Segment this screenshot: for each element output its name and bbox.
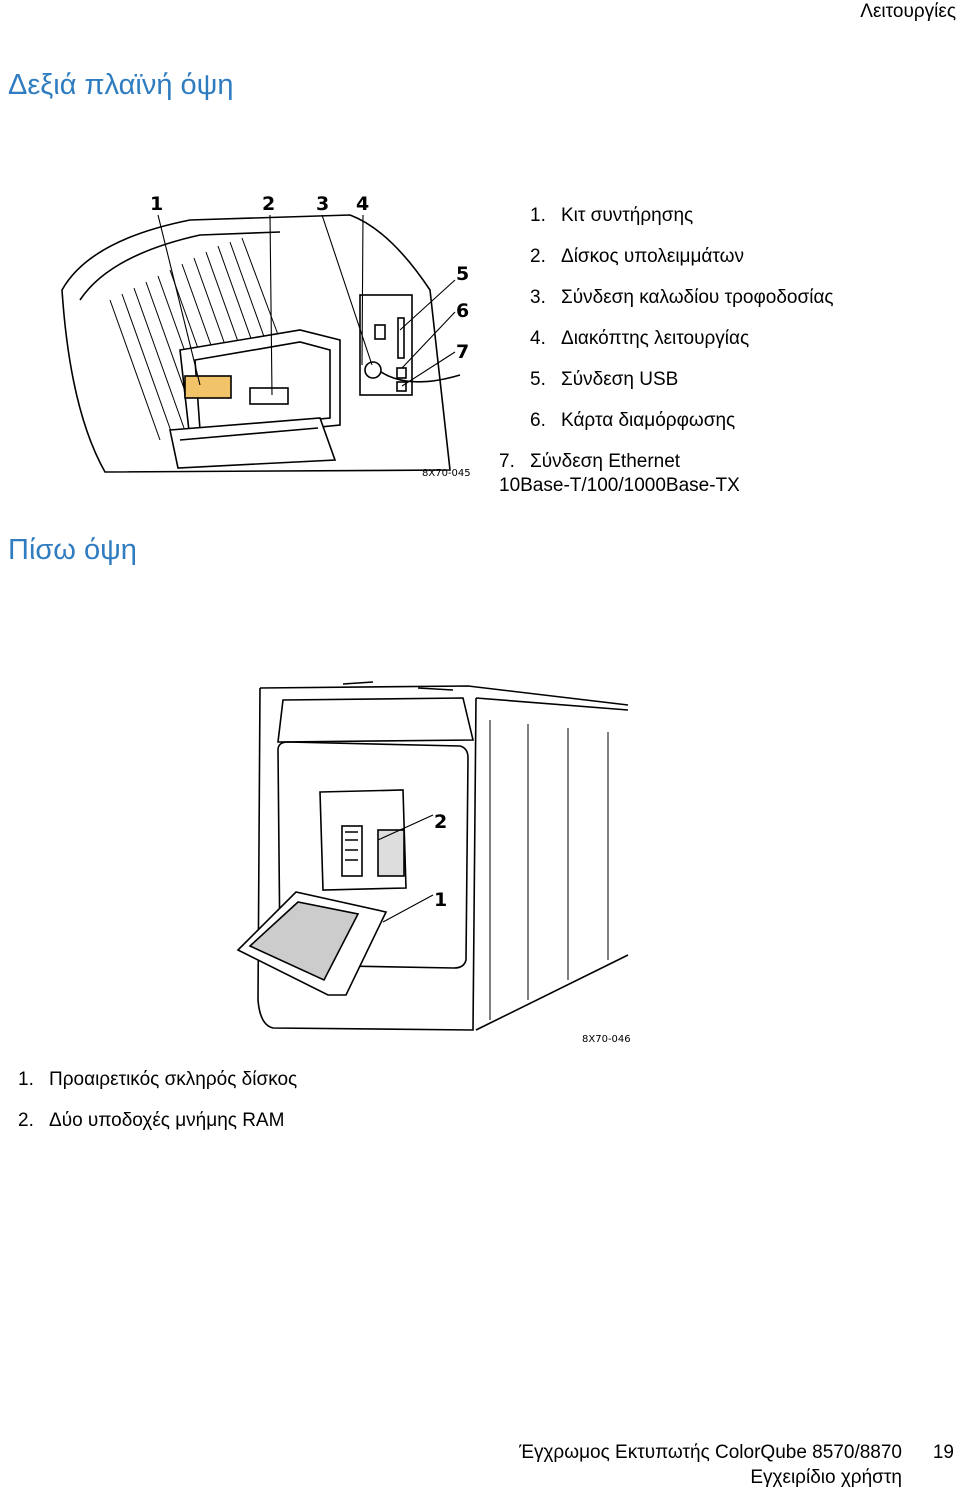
callout-7: 7 <box>456 341 469 363</box>
footer-guide: Εγχειρίδιο χρήστη <box>750 1467 902 1488</box>
rear-view-title: Πίσω όψη <box>8 534 137 566</box>
rear-figure-code: 8X70-046 <box>582 1034 631 1045</box>
rear-parts-list: 1.Προαιρετικός σκληρός δίσκος 2.Δύο υποδ… <box>18 1068 518 1150</box>
footer: Έγχρωμος Εκτυπωτής ColorQube 8570/8870 Ε… <box>519 1440 902 1490</box>
callout-4: 4 <box>356 193 369 215</box>
footer-product: Έγχρωμος Εκτυπωτής ColorQube 8570/8870 <box>519 1442 902 1463</box>
list-item: 1.Κιτ συντήρησης <box>530 205 694 226</box>
list-item: 5.Σύνδεση USB <box>530 369 679 390</box>
callout-5: 5 <box>456 263 469 285</box>
figure-code: 8X70-045 <box>422 468 471 479</box>
list-item: 2.Δύο υποδοχές μνήμης RAM <box>18 1110 285 1131</box>
page-number: 19 <box>932 1442 954 1463</box>
list-item: 3.Σύνδεση καλωδίου τροφοδοσίας <box>530 287 834 308</box>
printer-rear-illustration: 2 1 8X70-046 <box>236 681 631 1045</box>
callout-6: 6 <box>456 300 469 322</box>
callout-2: 2 <box>262 193 275 215</box>
right-side-view-title: Δεξιά πλαϊνή όψη <box>8 69 234 101</box>
rear-view-figure: 2 1 8X70-046 <box>228 680 638 1050</box>
list-item: 6.Κάρτα διαμόρφωσης <box>530 410 736 431</box>
right-side-view-figure: 1 2 3 4 5 6 7 8X70-045 <box>50 190 480 490</box>
right-side-parts-list: 1.Κιτ συντήρησης 2.Δίσκος υπολειμμάτων 3… <box>499 204 950 515</box>
callout-1: 1 <box>150 193 163 215</box>
printer-right-side-illustration: 1 2 3 4 5 6 7 8X70-045 <box>61 193 471 479</box>
rear-callout-2: 2 <box>434 811 447 833</box>
list-item: 4.Διακόπτης λειτουργίας <box>530 328 750 349</box>
list-item: 2.Δίσκος υπολειμμάτων <box>530 246 744 267</box>
list-item: 1.Προαιρετικός σκληρός δίσκος <box>18 1069 298 1090</box>
running-header: Λειτουργίες <box>860 1 956 22</box>
callout-3: 3 <box>316 193 329 215</box>
rear-callout-1: 1 <box>434 889 447 911</box>
